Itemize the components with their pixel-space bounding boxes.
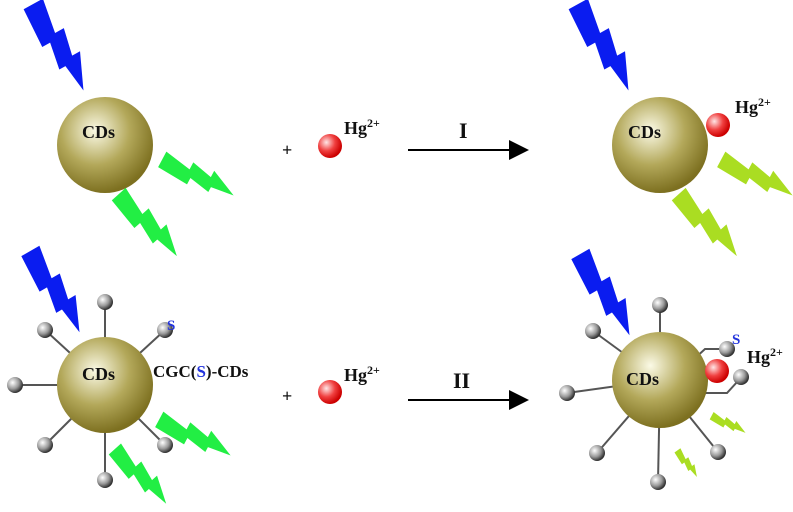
emission-bolt-icon <box>110 183 187 265</box>
cd-sphere <box>612 332 708 428</box>
cd-sphere <box>612 97 708 193</box>
cds-bare-left: CDs <box>21 0 240 265</box>
probe-label: CGC(S)-CDs <box>153 362 249 381</box>
ligand-ball <box>97 294 113 310</box>
ligand-ball <box>37 322 53 338</box>
emission-bolt-icon <box>154 406 237 467</box>
emission-bolt-icon <box>157 146 240 207</box>
sulfur-label: S <box>167 318 175 334</box>
plus-sign: + <box>282 140 292 160</box>
ligand-ball <box>650 474 666 490</box>
ligand-ball <box>710 444 726 460</box>
ligand-ball <box>652 297 668 313</box>
step-label-1: I <box>459 118 468 143</box>
excitation-bolt-icon <box>19 242 93 340</box>
plus-sign: + <box>282 386 292 406</box>
ligand-ball <box>585 323 601 339</box>
hg-label: Hg2+ <box>344 363 380 385</box>
mercury-ion <box>318 380 342 404</box>
sulfur-label: S <box>732 332 740 348</box>
ligand-ball <box>733 369 749 385</box>
excitation-bolt-icon <box>569 245 643 343</box>
ligand-ball <box>97 472 113 488</box>
mercury-ion <box>706 113 730 137</box>
ligand-ball <box>7 377 23 393</box>
quenched-emission-bolt-icon <box>673 446 702 480</box>
cds-quenched-right: CDs Hg2+ <box>566 0 793 265</box>
step-label-2: II <box>453 368 470 393</box>
quenched-emission-bolt-icon <box>670 183 747 265</box>
ligand-ball <box>719 341 735 357</box>
cds-label: CDs <box>628 122 661 142</box>
cgc-cds-hg-complex-right: CDs S Hg2+ <box>559 245 783 490</box>
ligand-ball <box>559 385 575 401</box>
cd-sphere <box>57 97 153 193</box>
ligand-ball <box>157 322 173 338</box>
cds-label: CDs <box>82 122 115 142</box>
mercury-ion <box>705 359 729 383</box>
cds-label: CDs <box>626 369 659 389</box>
ligand-ball <box>157 437 173 453</box>
hg-label: Hg2+ <box>344 116 380 138</box>
ligand-ball <box>589 445 605 461</box>
excitation-bolt-icon <box>566 0 643 98</box>
quenched-emission-bolt-icon <box>716 146 793 207</box>
cgc-cds-left: CDs S CGC(S)-CDs <box>7 242 249 512</box>
hg-label: Hg2+ <box>735 95 771 117</box>
cd-sphere <box>57 337 153 433</box>
quenched-emission-bolt-icon <box>709 409 749 438</box>
hg-label: Hg2+ <box>747 345 783 367</box>
cds-label: CDs <box>82 364 115 384</box>
ligand-ball <box>37 437 53 453</box>
mercury-ion <box>318 134 342 158</box>
excitation-bolt-icon <box>21 0 98 98</box>
